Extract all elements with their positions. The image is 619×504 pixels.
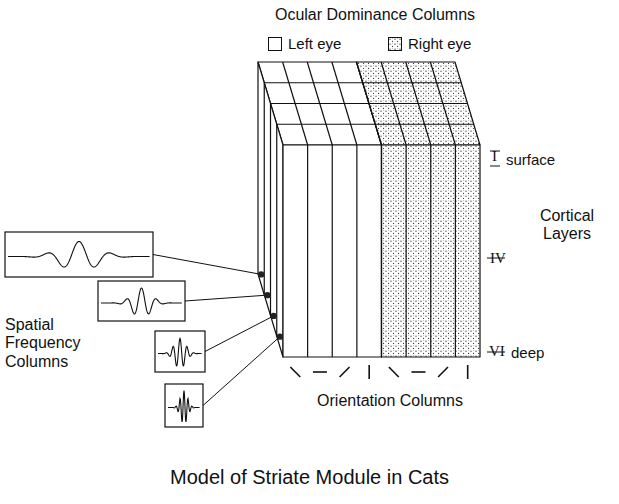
layer-name: surface (506, 151, 555, 168)
layer-tick (490, 166, 500, 167)
slice-edge (264, 83, 265, 295)
layer-numeral: I (492, 148, 497, 165)
column-edge (381, 62, 406, 145)
column-edge (406, 62, 431, 145)
column-edge (356, 145, 357, 357)
slice-dot (258, 271, 264, 277)
slice-edge (276, 124, 277, 336)
orientation-symbol (389, 367, 399, 377)
left-face (258, 62, 283, 357)
axis-label: Orientation Columns (290, 392, 490, 410)
orientation-symbol (340, 367, 350, 377)
front-face-left-eye (283, 145, 382, 357)
axis-label: Spatial Frequency Columns (5, 316, 93, 371)
column-edge (455, 145, 456, 357)
legend-text: Right eye (408, 35, 471, 52)
legend-item: Right eye (388, 35, 471, 52)
orientation-symbol (290, 367, 300, 377)
legend-swatch-dotted (388, 37, 402, 51)
leader-line (153, 255, 261, 275)
slice-dot (277, 333, 283, 339)
leader-line (205, 316, 274, 352)
slice-dot (270, 313, 276, 319)
legend-swatch (268, 37, 282, 51)
column-edge (332, 145, 333, 357)
axis-label: Cortical Layers (525, 207, 609, 244)
layer-numeral: IV (490, 250, 506, 267)
orientation-symbol (438, 367, 448, 377)
orientation-symbol (368, 365, 370, 379)
gabor-profile (168, 391, 200, 422)
column-edge (283, 62, 308, 145)
column-edge (430, 145, 431, 357)
legend-item: Left eye (268, 35, 341, 52)
front-face-right-eye (382, 145, 481, 357)
layer-numeral: VI (489, 343, 505, 360)
column-edge (430, 62, 455, 145)
legend-heading: Ocular Dominance Columns (250, 6, 500, 24)
slice-edge (270, 104, 271, 316)
layer-name: deep (511, 344, 544, 361)
legend-text: Left eye (288, 35, 341, 52)
gabor-profile (158, 339, 202, 366)
waveform-box (5, 232, 153, 277)
waveform-box (98, 281, 185, 321)
waveform-box (155, 331, 205, 372)
column-edge (332, 62, 357, 145)
column-edge (307, 62, 332, 145)
cortex-block (258, 62, 480, 357)
caption: Model of Striate Module in Cats (0, 466, 619, 489)
column-edge (357, 62, 382, 145)
leader-line (203, 337, 280, 406)
column-edge (381, 145, 382, 357)
slice-dot (264, 292, 270, 298)
waveform-box (165, 384, 203, 427)
orientation-symbol (313, 371, 327, 373)
gabor-profile (101, 288, 182, 314)
orientation-symbol (411, 371, 425, 373)
gabor-profile (8, 242, 150, 268)
column-edge (307, 145, 308, 357)
leader-line (185, 295, 267, 301)
column-edge (406, 145, 407, 357)
orientation-symbol (467, 365, 469, 379)
